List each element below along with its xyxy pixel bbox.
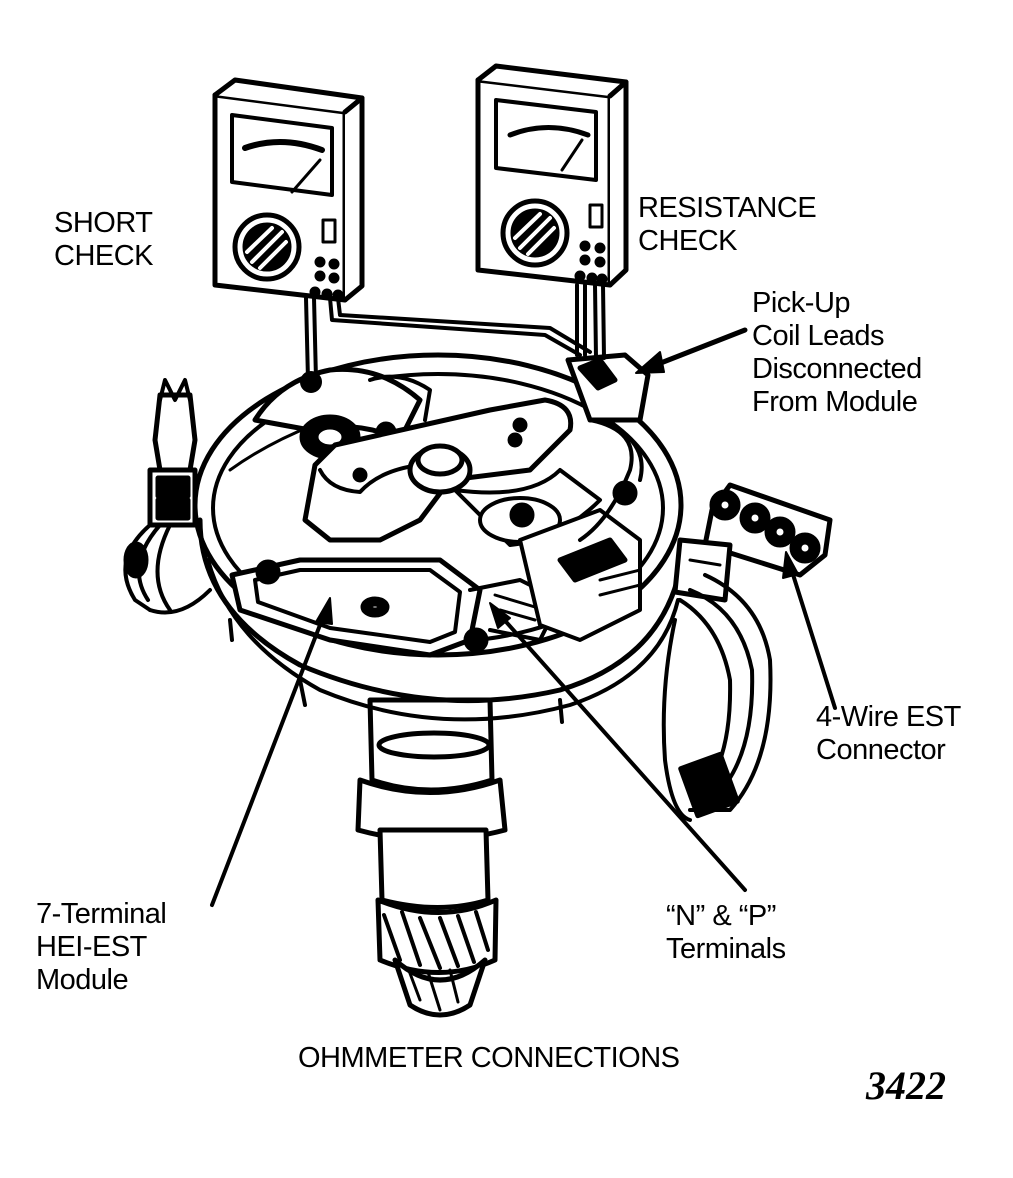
ohmmeter-right-icon xyxy=(475,63,629,288)
label-line: 7-Terminal xyxy=(36,898,167,930)
label-resistance-check: RESISTANCE CHECK xyxy=(638,192,817,258)
pickup-lead-connector xyxy=(565,352,651,542)
label-line: CHECK xyxy=(638,225,738,257)
terminal-cluster xyxy=(518,480,642,642)
label-line: From Module xyxy=(752,386,918,418)
label-line: CHECK xyxy=(54,240,154,272)
figure-number: 3422 xyxy=(866,1063,946,1108)
left-connector xyxy=(123,378,212,615)
label-est-connector: 4-Wire EST Connector xyxy=(816,701,961,767)
distributor-shaft xyxy=(355,697,508,1018)
label-short-check: SHORT CHECK xyxy=(54,207,154,273)
ohmmeter-left-icon xyxy=(212,77,365,303)
label-line: Module xyxy=(36,964,129,996)
label-line: 4-Wire EST xyxy=(816,701,961,733)
label-line: Connector xyxy=(816,734,946,766)
label-pickup-coil-leads: Pick-Up Coil Leads Disconnected From Mod… xyxy=(752,287,922,419)
test-leads xyxy=(300,283,606,393)
est-connector xyxy=(661,482,833,822)
hei-est-module xyxy=(229,557,562,658)
figure-caption: OHMMETER CONNECTIONS xyxy=(298,1042,680,1074)
label-line: Terminals xyxy=(666,933,786,965)
label-line: Coil Leads xyxy=(752,320,885,352)
label-line: Disconnected xyxy=(752,353,922,385)
label-hei-est-module: 7-Terminal HEI-EST Module xyxy=(36,898,167,997)
label-line: “N” & “P” xyxy=(666,900,776,932)
rotor-plate xyxy=(302,397,602,547)
label-line: Pick-Up xyxy=(752,287,851,319)
pickup-plate xyxy=(252,366,432,460)
label-n-p-terminals: “N” & “P” Terminals xyxy=(666,900,786,966)
leader-lines xyxy=(210,327,837,907)
label-line: HEI-EST xyxy=(36,931,147,963)
label-line: SHORT xyxy=(54,207,153,239)
label-line: RESISTANCE xyxy=(638,192,817,224)
